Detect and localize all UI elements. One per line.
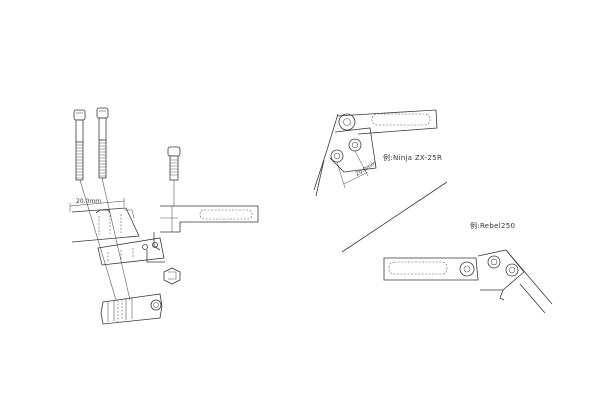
- step-bracket: [153, 205, 259, 251]
- label-ninja-zx25r: 例:Ninja ZX-25R: [383, 153, 442, 162]
- axis-line-2: [101, 177, 131, 301]
- short-bolt: [167, 146, 181, 181]
- rebel-plate: [477, 249, 525, 291]
- ninja-pivot-outer: [338, 113, 356, 131]
- upper-bracket: [71, 207, 140, 243]
- long-bolt-left: [73, 109, 86, 181]
- dimension-left: 20.0mm: [69, 198, 125, 212]
- clamp-body: [100, 293, 163, 325]
- ninja-lever-arm: [336, 109, 438, 135]
- left-assembly: 20.0mm: [69, 107, 259, 325]
- ninja-bracket-edge: [313, 113, 339, 191]
- rebel-assembly: 例:Rebel250: [383, 221, 553, 314]
- small-nut: [146, 250, 181, 285]
- dimension-label-right: 20.0mm: [355, 160, 378, 177]
- rebel-lever: [383, 257, 479, 281]
- long-bolt-right: [96, 107, 109, 179]
- slotted-plate: [97, 237, 165, 266]
- label-rebel250: 例:Rebel250: [470, 221, 515, 230]
- dimension-label-left: 20.0mm: [76, 198, 101, 205]
- ninja-assembly: 20.0mm 例:Ninja ZX-25R: [313, 109, 442, 197]
- separator-line: [341, 181, 448, 253]
- rebel-frame: [505, 249, 553, 314]
